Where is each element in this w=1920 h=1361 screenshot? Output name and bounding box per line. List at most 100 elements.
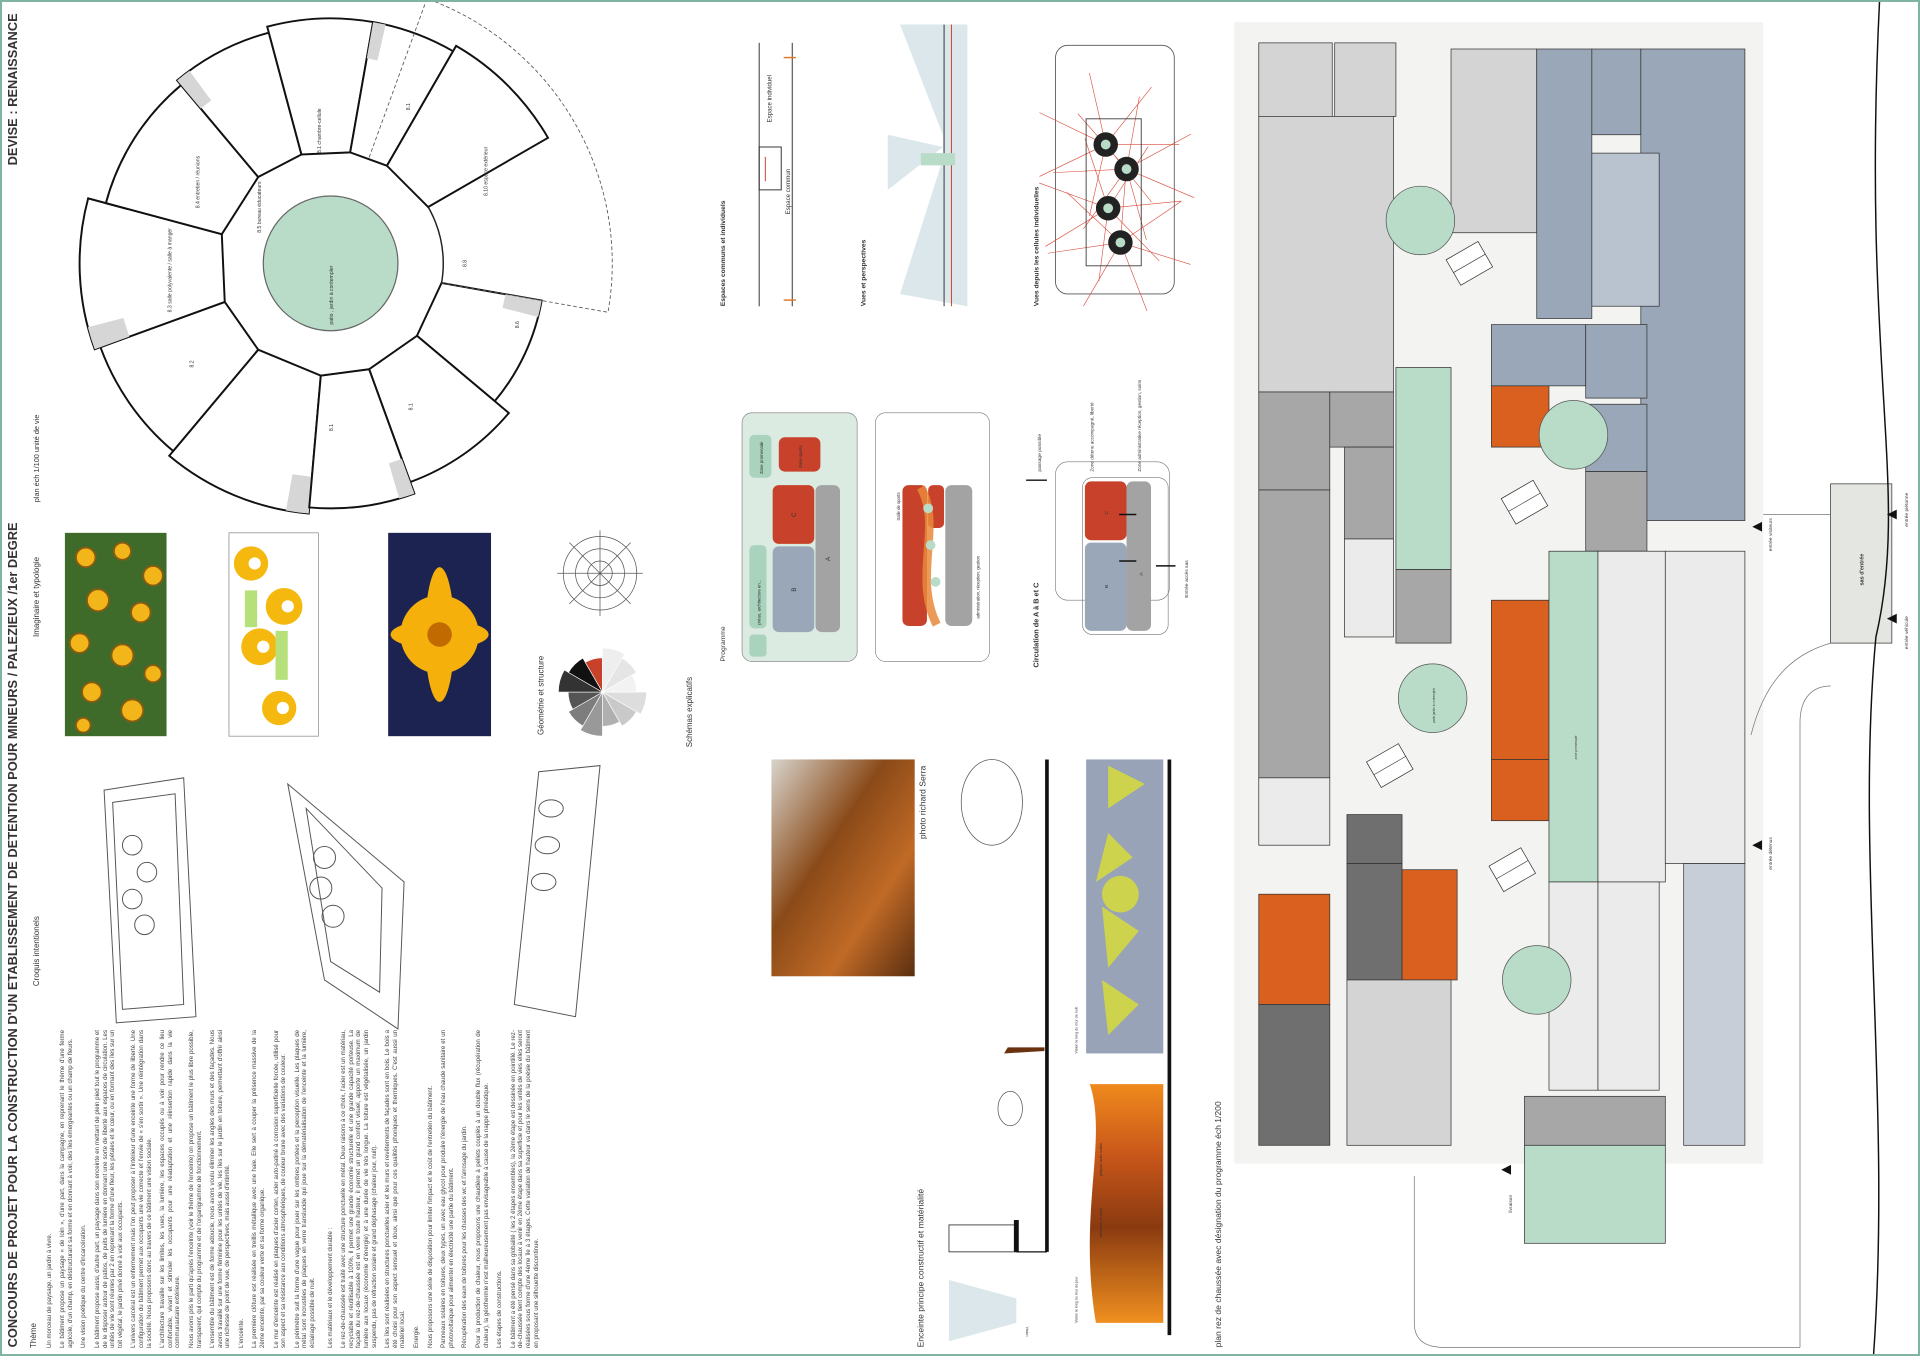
label-b: B [791,588,798,592]
label-zone-detenu: Zone détenu accompagné, liberté [1089,402,1094,472]
heading-programme: Programme [720,626,727,661]
paragraph: Panneaux solaires en toitures, deux type… [440,1030,455,1348]
label-site-patio: patio jardin à contempler [1432,688,1436,723]
heading-circulation: Circulation de A à B et C [1031,582,1040,668]
plan-room [1395,367,1452,570]
label-vision: Vision [1025,1327,1029,1337]
plan-room [1524,1144,1666,1244]
label-86: 8.6 [515,321,521,328]
heading-vues: Vues et perspectives [861,239,868,306]
label-bureau: 8.5 bureau éducateurs [257,181,263,233]
plan-room [1258,42,1333,117]
color-wheel-slice [602,647,625,694]
plan-room [1548,550,1599,883]
unit-plan [78,0,613,515]
label-exterieur: 8.10 espace extérieur [483,146,489,196]
label-cell: 8.1 [406,103,412,110]
programme-diagram [741,412,858,662]
cell-views-diagram [1039,44,1195,312]
paragraph: Le bâtiment propose aussi, d'autre part,… [93,1030,124,1348]
color-wheel-diagram [558,647,647,737]
label-passage: passage possible [1037,434,1043,472]
label-espace-commun: Espace commun [785,169,792,215]
label-entree-vehicule: entrée véhicule [1904,616,1910,649]
label-nuit: Vision le long du mur de nuit [1075,1007,1079,1053]
color-wheel-slice [568,657,604,693]
view-ray [1039,112,1106,145]
heading-espaces: Espaces communs et individuels [720,200,727,306]
heading-plan-rdc: plan rez de chaussée avec désignation du… [1213,1101,1223,1347]
unit-room-shaft [502,294,542,318]
label-a: A [825,556,832,561]
paragraph: Les îles sont réalisées en structures po… [384,1030,407,1348]
stair-icon [1496,860,1529,880]
plan-room [1258,1004,1331,1146]
entrance-arrow-icon [1752,521,1763,532]
paragraph: Les étapes de constructions. [496,1270,504,1348]
label-preau: préau, architecture en... [756,580,761,625]
paragraph: Récupération des eaux de toitures pour l… [461,1125,469,1348]
heading-schemas: Schémas explicatifs [685,677,694,747]
view-ray [1066,192,1121,243]
label-admin: administration, réception, gestion [976,555,981,618]
paragraph: La première clôture est réalisée en trei… [251,1030,267,1348]
label-chambre: 8.1 chambre-cellule [317,108,323,153]
stair-icon [1373,756,1406,776]
plan-room [1450,48,1538,234]
entrance-arrow-icon [1886,613,1897,624]
label-elements-verre: éléments en verre [1099,1208,1103,1237]
view-ray [1039,144,1106,177]
plan-room [1346,863,1403,981]
view-ray [1045,207,1109,247]
label-sas: sas d'entrée [1860,554,1866,586]
plan-room [1683,863,1746,1146]
paragraph: Un morceau de paysage, un jardin à vivre… [45,1233,53,1349]
heading-vues-cellules: Vues depuis les cellules individuelles [1033,186,1040,306]
paragraph: Nous proposons une série de disposition … [426,1085,434,1348]
label-88: 8.8 [463,260,469,267]
sketch-3 [513,765,601,1018]
paragraph: Le bâtiment a été pensé dans sa globalit… [509,1030,540,1348]
entrance-arrow-icon [1886,509,1897,520]
label-cell: 8.1 [329,424,335,431]
plan-room [1258,893,1331,1005]
unit-room-shaft [177,70,212,109]
label-zone-promenade: Zone promenade [759,441,764,474]
plan-room [1664,550,1746,864]
view-ray [1089,72,1107,145]
flower-concept-image [228,532,319,737]
label-entree-pietonne: entrée piétonne [1904,493,1910,527]
plan-room [1258,777,1331,846]
plan-room [1491,599,1550,760]
sketch-2 [287,782,405,1030]
color-wheel-slice [601,657,637,693]
entrance-arrow-icon [1501,1164,1512,1175]
paragraph: Les matériaux et le développement durabl… [326,1227,334,1348]
plan-patio [1385,185,1456,256]
unit-room-shaft [388,459,415,499]
label-patio: patio , jardin à contempler [329,265,335,324]
plan-room [1329,391,1394,448]
color-wheel-slice [601,691,647,715]
view-ray [1098,208,1109,282]
label-salle-sports: Salle de sports [896,492,901,520]
heading-geometrie: Géométrie et structure [537,655,546,735]
stair-icon [1453,253,1486,273]
paragraph: L'ensemble du bâtiment est de forme adou… [209,1030,232,1348]
plan-room [1585,471,1648,552]
paragraph: Le rez-de-chaussée est traité avec une s… [340,1030,378,1348]
label-salle: 8.3 salle polyvalente / salle à manger [167,228,173,313]
label-promenade: zone promenade [1574,735,1578,759]
sunflower-field-image [64,532,167,737]
plan-patio [1502,945,1572,1015]
view-ray [1039,182,1109,209]
paragraph: Nous avons pris le parti qu'après l'ence… [187,1030,203,1348]
label-entree-visiteurs: entrée visiteurs [1768,518,1774,552]
paragraph-heading: Thème [29,1323,38,1348]
heading-imaginaire: Imaginaire et typologie [32,556,41,637]
plan-room [1536,48,1593,319]
paragraph: L'enceinte. [237,1318,245,1348]
label-entree-sas: Entrée accès sas [1184,560,1190,598]
